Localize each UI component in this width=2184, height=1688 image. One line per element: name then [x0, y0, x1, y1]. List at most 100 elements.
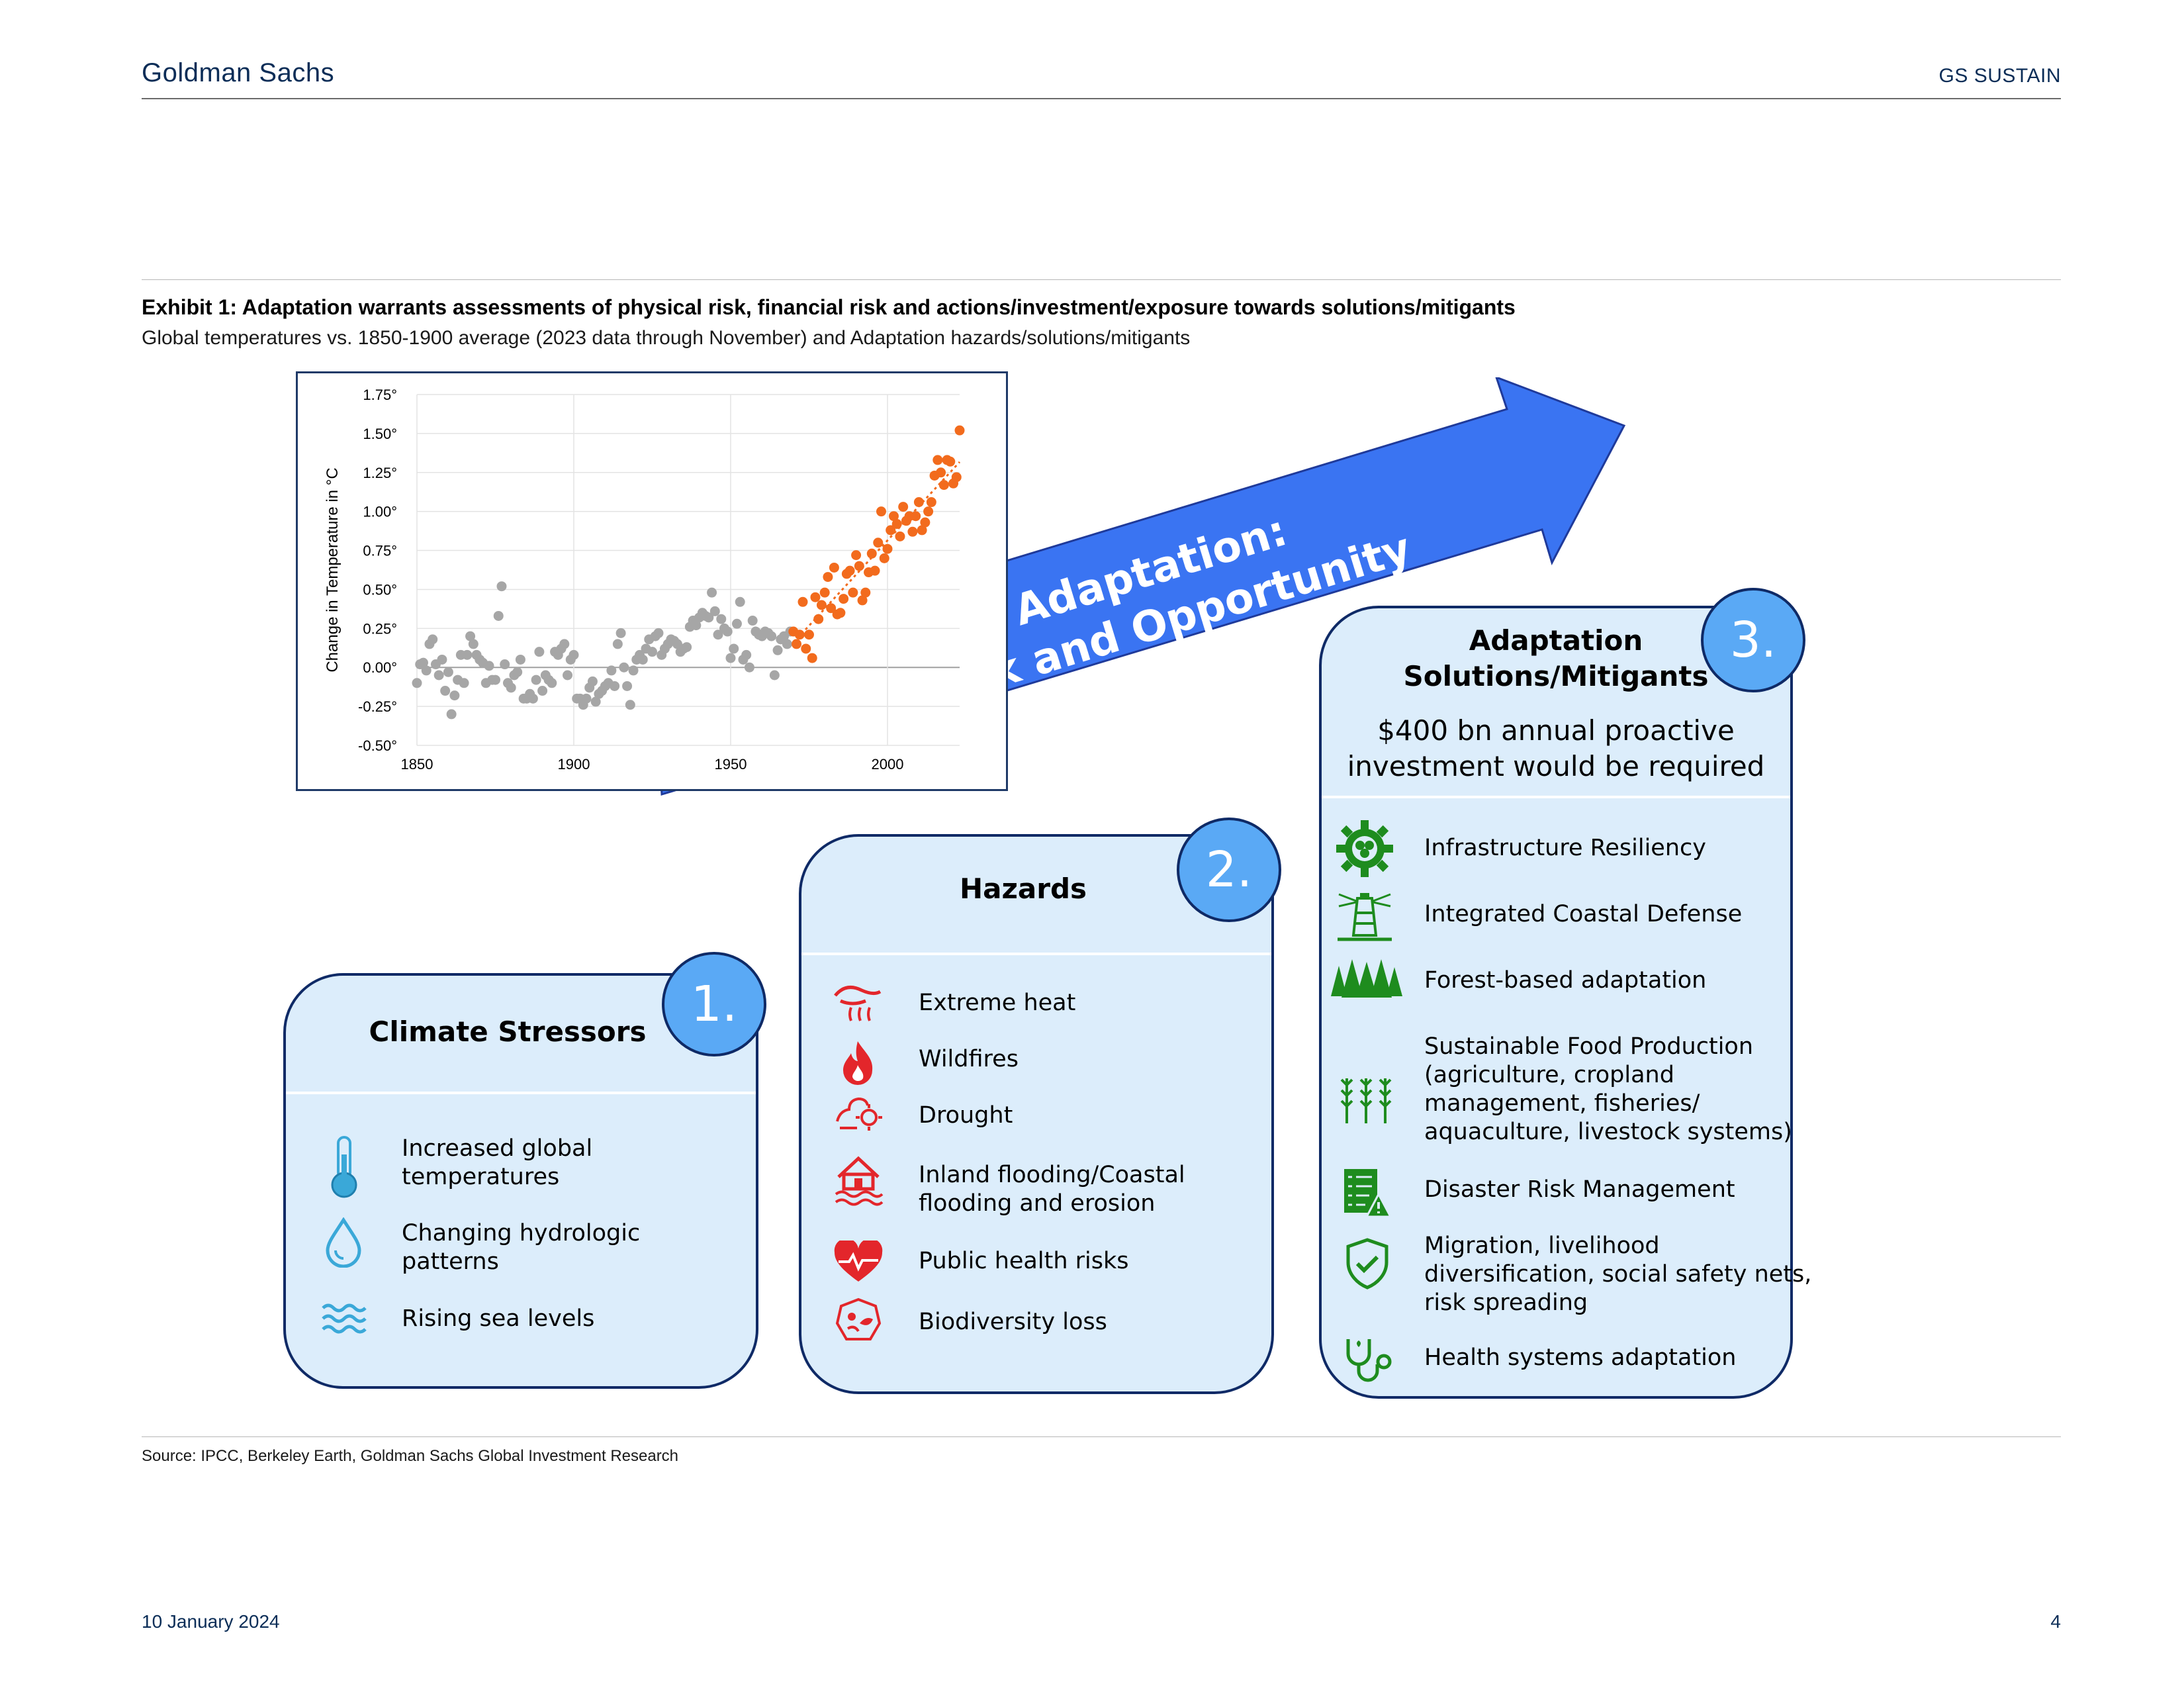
- waves-icon: [322, 1303, 367, 1334]
- heat-icon: [834, 986, 882, 1021]
- historical-point: [493, 610, 504, 621]
- historical-point: [716, 614, 727, 624]
- historical-point: [569, 649, 579, 660]
- recent-point: [857, 595, 868, 606]
- historical-point: [744, 662, 754, 673]
- recent-point: [886, 525, 896, 536]
- exhibit-bottom-rule: [142, 1436, 2061, 1437]
- historical-point: [412, 678, 422, 688]
- historical-point: [691, 620, 702, 631]
- stethoscope-icon: [1346, 1339, 1392, 1382]
- exhibit-subtitle: Global temperatures vs. 1850-1900 averag…: [142, 327, 1191, 349]
- historical-point: [682, 642, 692, 653]
- recent-point: [926, 497, 936, 508]
- recent-point: [898, 502, 909, 512]
- recent-point: [891, 519, 902, 530]
- historical-point: [729, 643, 739, 654]
- temperature-scatter-chart: 1.75°1.50°1.25°1.00°0.75°0.50°0.25°0.00°…: [324, 387, 965, 773]
- biodiversity-icon: [835, 1297, 882, 1340]
- historical-point: [440, 686, 451, 696]
- card3-divider: [1322, 796, 1790, 798]
- historical-point: [484, 661, 494, 671]
- historical-point: [437, 654, 447, 665]
- hazards-card: Hazards Extreme heat Wildfires Drought I…: [799, 834, 1274, 1394]
- historical-point: [587, 676, 598, 686]
- card3-item-6: Migration, livelihood diversification, s…: [1424, 1233, 1812, 1316]
- heart-pulse-icon: [834, 1241, 883, 1282]
- recent-point: [938, 480, 949, 491]
- recent-point: [813, 614, 824, 624]
- y-tick-label: 1.50°: [363, 426, 397, 442]
- checklist-warning-icon: [1344, 1169, 1392, 1218]
- recent-point: [870, 565, 880, 576]
- historical-point: [459, 678, 469, 688]
- historical-point: [490, 675, 500, 685]
- historical-point: [581, 693, 592, 704]
- historical-point: [653, 628, 664, 638]
- recent-point: [923, 506, 934, 517]
- badge-3: 3.: [1701, 588, 1805, 692]
- recent-point: [951, 472, 962, 483]
- card1-divider: [286, 1092, 756, 1094]
- recent-point: [913, 497, 924, 508]
- historical-point: [512, 667, 523, 677]
- x-tick-label: 1950: [715, 756, 747, 773]
- historical-point: [747, 616, 758, 626]
- x-tick-label: 2000: [872, 756, 904, 773]
- historical-point: [418, 657, 428, 668]
- historical-point: [722, 626, 733, 637]
- card2-divider: [801, 953, 1271, 955]
- y-axis-label: Change in Temperature in °C: [324, 467, 341, 672]
- trend-line: [792, 461, 961, 643]
- card2-item-5: Public health risks: [919, 1248, 1129, 1274]
- recent-point: [848, 587, 858, 598]
- historical-point: [534, 647, 545, 657]
- recent-point: [807, 653, 817, 663]
- temperature-chart-panel: 1.75°1.50°1.25°1.00°0.75°0.50°0.25°0.00°…: [296, 371, 1008, 791]
- historical-point: [563, 670, 573, 680]
- historical-point: [619, 662, 629, 673]
- historical-point: [559, 639, 570, 649]
- card1-item-3: Rising sea levels: [402, 1305, 595, 1332]
- recent-point: [823, 572, 833, 583]
- historical-point: [428, 634, 438, 645]
- recent-point: [835, 608, 846, 618]
- recent-point: [826, 603, 837, 614]
- card3-item-3: Forest-based adaptation: [1424, 967, 1707, 994]
- recent-point: [873, 538, 884, 548]
- recent-point: [829, 562, 839, 573]
- historical-point: [735, 596, 745, 607]
- historical-point: [782, 639, 792, 649]
- recent-point: [907, 526, 918, 537]
- historical-point: [709, 606, 720, 616]
- historical-point: [468, 639, 478, 649]
- recent-point: [810, 592, 821, 602]
- recent-point: [920, 517, 931, 528]
- recent-point: [945, 456, 956, 467]
- y-tick-label: 1.75°: [363, 387, 397, 403]
- historical-point: [612, 639, 623, 649]
- recent-point: [851, 550, 862, 561]
- historical-point: [725, 653, 736, 663]
- recent-point: [797, 596, 808, 607]
- recent-point: [933, 455, 943, 465]
- drought-icon: [836, 1097, 882, 1131]
- historical-point: [449, 690, 460, 701]
- y-tick-label: 0.50°: [363, 581, 397, 598]
- historical-point: [704, 612, 714, 623]
- exhibit-top-rule: [142, 279, 2061, 280]
- section-label: GS SUSTAIN: [1938, 65, 2061, 87]
- historical-point: [731, 618, 742, 629]
- y-tick-label: -0.50°: [358, 737, 397, 754]
- shield-check-icon: [1346, 1238, 1388, 1289]
- historical-point: [628, 665, 639, 676]
- historical-point: [610, 680, 620, 691]
- recent-point: [917, 525, 927, 536]
- recent-point: [936, 467, 946, 478]
- historical-point: [537, 686, 548, 696]
- historical-point: [622, 680, 633, 691]
- card1-item-2: Changing hydrologic patterns: [402, 1220, 641, 1275]
- historical-point: [625, 700, 635, 710]
- card1-title: Climate Stressors: [369, 1015, 647, 1048]
- recent-point: [839, 594, 849, 604]
